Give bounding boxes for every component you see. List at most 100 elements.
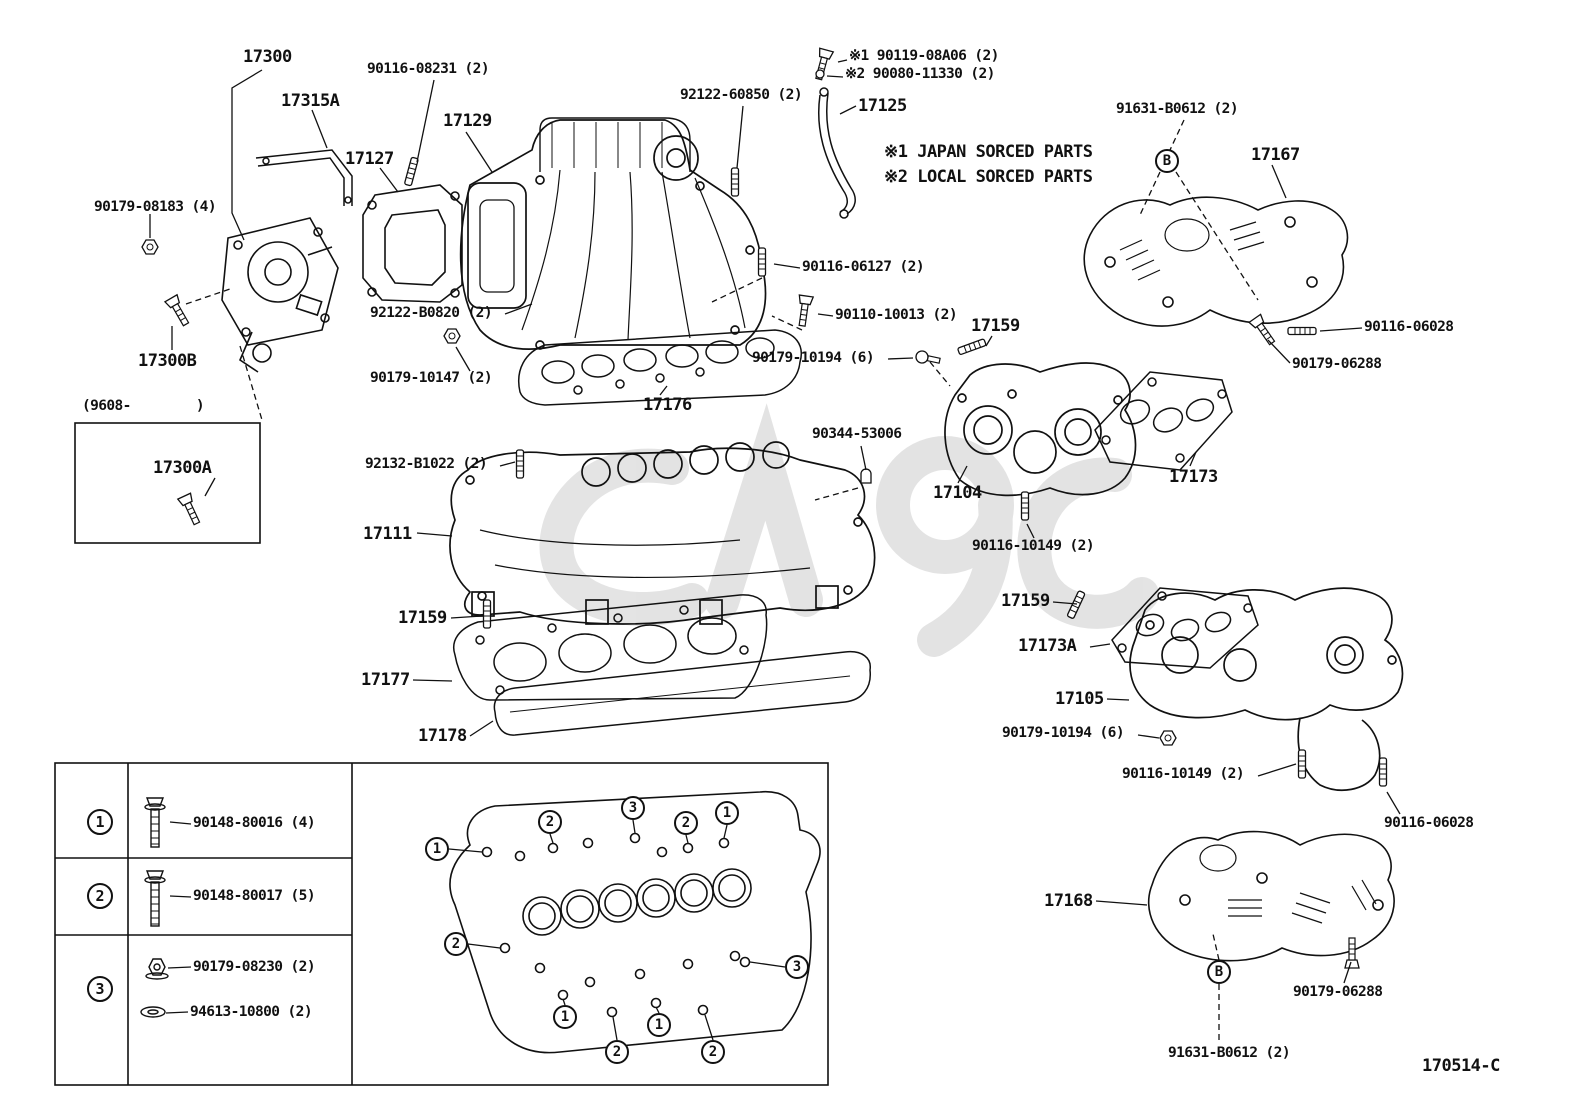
part-label-17125: 17125 [858, 96, 907, 116]
note-local-sorced-parts: ※2 LOCAL SORCED PARTS [884, 167, 1093, 187]
heat-insulator-17168 [1147, 830, 1395, 962]
legend-part-94613-10800: 94613-10800 (2) [190, 1004, 313, 1020]
callout-balloon: 1 [715, 801, 739, 825]
water-bypass-pipe-17125 [817, 87, 856, 219]
heat-insulator-17167 [1083, 196, 1349, 327]
callout-balloon: 3 [785, 955, 809, 979]
legend-bolt-pictograms [140, 797, 169, 1018]
drawing-code: 170514-C [1422, 1056, 1500, 1076]
callout-balloon: 2 [538, 810, 562, 834]
part-label-92122-60850: 92122-60850 (2) [680, 87, 803, 103]
gasket-17173 [1094, 371, 1233, 471]
part-label-17176: 17176 [643, 395, 692, 415]
part-label-17159-a: 17159 [971, 316, 1020, 336]
part-label-17159-b: 17159 [398, 608, 447, 628]
part-label-90179-06288-b: 90179-06288 [1293, 984, 1383, 1000]
callout-balloon: 1 [553, 1005, 577, 1029]
bracket-17315a [255, 149, 353, 206]
part-label-17300b: 17300B [138, 351, 197, 371]
watermark-logo [539, 403, 1159, 657]
part-label-90116-10149-b: 90116-10149 (2) [1122, 766, 1245, 782]
leader-lines [149, 59, 1401, 1041]
note-japan-sorced-parts: ※1 JAPAN SORCED PARTS [884, 142, 1093, 162]
part-label-90179-10147: 90179-10147 (2) [370, 370, 493, 386]
part-label-90119-08a06: ※1 90119-08A06 (2) [849, 48, 999, 64]
exhaust-manifold-17105 [1129, 587, 1404, 792]
part-label-90179-10194-a: 90179-10194 (6) [752, 350, 875, 366]
gasket-17127 [362, 184, 463, 303]
callout-balloon: 2 [701, 1040, 725, 1064]
part-label-90080-11330: ※2 90080-11330 (2) [845, 66, 995, 82]
callout-text: 2 [681, 815, 691, 831]
part-label-90179-06288-a: 90179-06288 [1292, 356, 1382, 372]
part-label-17300: 17300 [243, 47, 292, 67]
part-label-17168: 17168 [1044, 891, 1093, 911]
legend-symbol-3: 3 [87, 976, 113, 1002]
fastener-symbols [141, 47, 1388, 969]
part-label-90116-06028-b: 90116-06028 [1384, 815, 1474, 831]
legend-symbol-2-text: 2 [95, 887, 105, 905]
callout-balloon: 1 [425, 837, 449, 861]
callout-text: 2 [612, 1044, 622, 1060]
part-label-17315a: 17315A [281, 91, 340, 111]
part-label-17159-c: 17159 [1001, 591, 1050, 611]
part-label-17178: 17178 [418, 726, 467, 746]
part-label-90344-53006: 90344-53006 [812, 426, 902, 442]
intake-manifold-17111 [449, 441, 876, 625]
legend-symbol-2: 2 [87, 883, 113, 909]
part-label-90116-06028-a: 90116-06028 [1364, 319, 1454, 335]
part-label-90116-10149-a: 90116-10149 (2) [972, 538, 1095, 554]
date-range-label: (9608- ) [82, 398, 205, 414]
gasket-17176 [518, 329, 802, 406]
legend-part-90148-80016: 90148-80016 (4) [193, 815, 316, 831]
part-label-17104: 17104 [933, 483, 982, 503]
legend-table [54, 762, 829, 1086]
legend-part-90148-80017: 90148-80017 (5) [193, 888, 316, 904]
part-label-92122-b0820: 92122-B0820 (2) [370, 305, 493, 321]
gasket-17178 [493, 650, 871, 736]
exhaust-manifold-17104 [944, 362, 1137, 497]
part-label-90110-10013: 90110-10013 (2) [835, 307, 958, 323]
callout-text: 2 [708, 1044, 718, 1060]
callout-balloon: 3 [621, 796, 645, 820]
callout-text: 2 [545, 814, 555, 830]
part-label-90116-08231: 90116-08231 (2) [367, 61, 490, 77]
part-label-17105: 17105 [1055, 689, 1104, 709]
legend-symbol-3-text: 3 [95, 980, 105, 998]
intake-surge-tank-17129 [459, 117, 767, 350]
legend-gasket-diagram [449, 791, 821, 1054]
part-label-91631-b0612-a: 91631-B0612 (2) [1116, 101, 1239, 117]
callout-text: 1 [560, 1009, 570, 1025]
balloon-letter-text: B [1162, 153, 1172, 169]
part-label-17167: 17167 [1251, 145, 1300, 165]
balloon-letter-b-top: B [1155, 149, 1179, 173]
callout-balloon: 2 [444, 932, 468, 956]
callout-balloon: 2 [605, 1040, 629, 1064]
callout-text: 1 [722, 805, 732, 821]
callout-text: 2 [451, 936, 461, 952]
part-label-90179-10194-b: 90179-10194 (6) [1002, 725, 1125, 741]
date-range-box [74, 422, 261, 544]
callout-balloon: 2 [674, 811, 698, 835]
dashed-leader-lines [185, 119, 1259, 1044]
balloon-letter-text: B [1214, 964, 1224, 980]
part-label-91631-b0612-b: 91631-B0612 (2) [1168, 1045, 1291, 1061]
gasket-17177 [453, 594, 768, 701]
part-label-90116-06127: 90116-06127 (2) [802, 259, 925, 275]
part-label-92132-b1022: 92132-B1022 (2) [365, 456, 488, 472]
legend-symbol-1-text: 1 [95, 813, 105, 831]
part-label-17173a: 17173A [1018, 636, 1077, 656]
callout-text: 3 [628, 800, 638, 816]
part-label-90179-08183: 90179-08183 (4) [94, 199, 217, 215]
callout-balloon: 1 [647, 1013, 671, 1037]
part-label-17127: 17127 [345, 149, 394, 169]
legend-symbol-1: 1 [87, 809, 113, 835]
part-label-17111: 17111 [363, 524, 412, 544]
legend-part-90179-08230: 90179-08230 (2) [193, 959, 316, 975]
callout-text: 3 [792, 959, 802, 975]
part-label-17173: 17173 [1169, 467, 1218, 487]
part-label-17177: 17177 [361, 670, 410, 690]
balloon-letter-b-bottom: B [1207, 960, 1231, 984]
